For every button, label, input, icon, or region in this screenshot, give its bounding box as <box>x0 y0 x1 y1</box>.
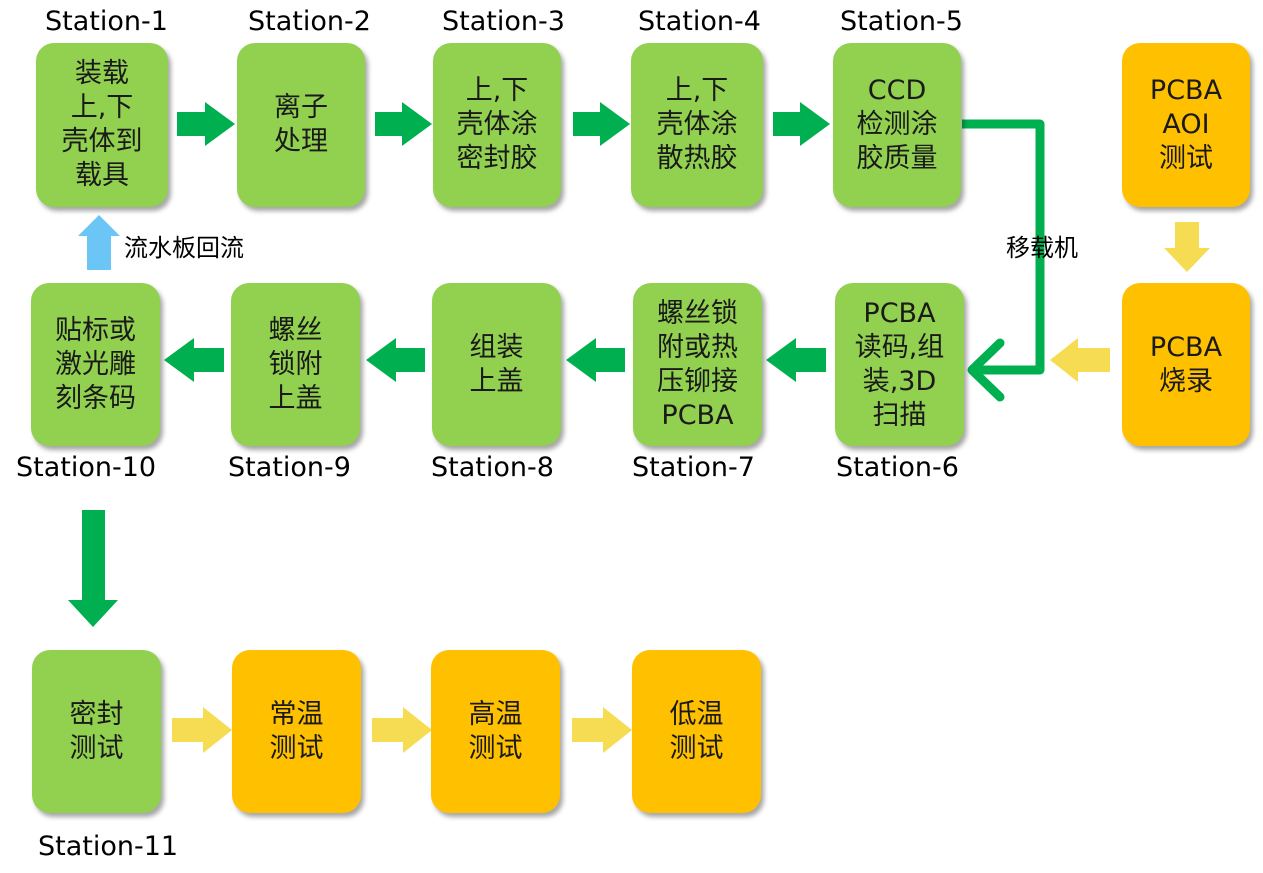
pcba-aoi-test-box: PCBA AOI 测试 <box>1122 43 1250 207</box>
arrow-s8-to-s9 <box>366 338 425 382</box>
station-11-label: Station-11 <box>38 831 179 862</box>
station-8-label: Station-8 <box>431 452 554 483</box>
station-5-box: CCD 检测涂 胶质量 <box>833 43 961 207</box>
arrow-s4-to-s5 <box>773 102 830 146</box>
station-3-label: Station-3 <box>442 6 565 37</box>
station-1-label: Station-1 <box>45 6 168 37</box>
return-flow-note: 流水板回流 <box>124 234 244 262</box>
arrow-s3-to-s4 <box>573 102 630 146</box>
transfer-connector <box>962 119 1045 375</box>
station-10-box: 贴标或 激光雕 刻条码 <box>31 283 160 446</box>
station-2-label: Station-2 <box>248 6 371 37</box>
high-temp-test-box: 高温 测试 <box>431 650 560 813</box>
arrow-burn-to-s6 <box>1050 338 1110 382</box>
return-flow-arrow <box>78 215 120 270</box>
station-11-box: 密封 测试 <box>32 650 161 813</box>
station-9-box: 螺丝 锁附 上盖 <box>231 283 360 446</box>
arrow-s6-to-s7 <box>766 338 826 382</box>
station-4-box: 上,下 壳体涂 散热胶 <box>631 43 763 207</box>
station-5-label: Station-5 <box>840 6 963 37</box>
station-4-label: Station-4 <box>638 6 761 37</box>
station-2-box: 离子 处理 <box>237 43 365 207</box>
station-6-box: PCBA 读码,组 装,3D 扫描 <box>835 283 964 446</box>
station-9-label: Station-9 <box>228 452 351 483</box>
arrow-s10-to-s11 <box>68 510 118 627</box>
arrow-s1-to-s2 <box>177 102 235 146</box>
low-temp-test-box: 低温 测试 <box>632 650 761 813</box>
arrow-s9-to-s10 <box>164 338 224 382</box>
station-3-box: 上,下 壳体涂 密封胶 <box>433 43 561 207</box>
station-6-label: Station-6 <box>836 452 959 483</box>
pcba-burn-box: PCBA 烧录 <box>1122 283 1250 446</box>
arrow-high-to-low <box>572 707 632 753</box>
station-1-box: 装载 上,下 壳体到 载具 <box>36 43 168 207</box>
station-10-label: Station-10 <box>16 452 157 483</box>
room-temp-test-box: 常温 测试 <box>232 650 361 813</box>
station-7-label: Station-7 <box>632 452 755 483</box>
arrow-room-to-high <box>372 707 432 753</box>
arrow-s7-to-s8 <box>566 338 625 382</box>
station-7-box: 螺丝锁 附或热 压铆接 PCBA <box>633 283 762 446</box>
transfer-arrowhead <box>967 338 1005 402</box>
arrow-s11-to-room <box>172 707 232 753</box>
arrow-s2-to-s3 <box>375 102 432 146</box>
transfer-machine-note: 移载机 <box>1006 234 1078 262</box>
station-8-box: 组装 上盖 <box>432 283 561 446</box>
arrow-aoi-to-burn <box>1164 222 1210 272</box>
